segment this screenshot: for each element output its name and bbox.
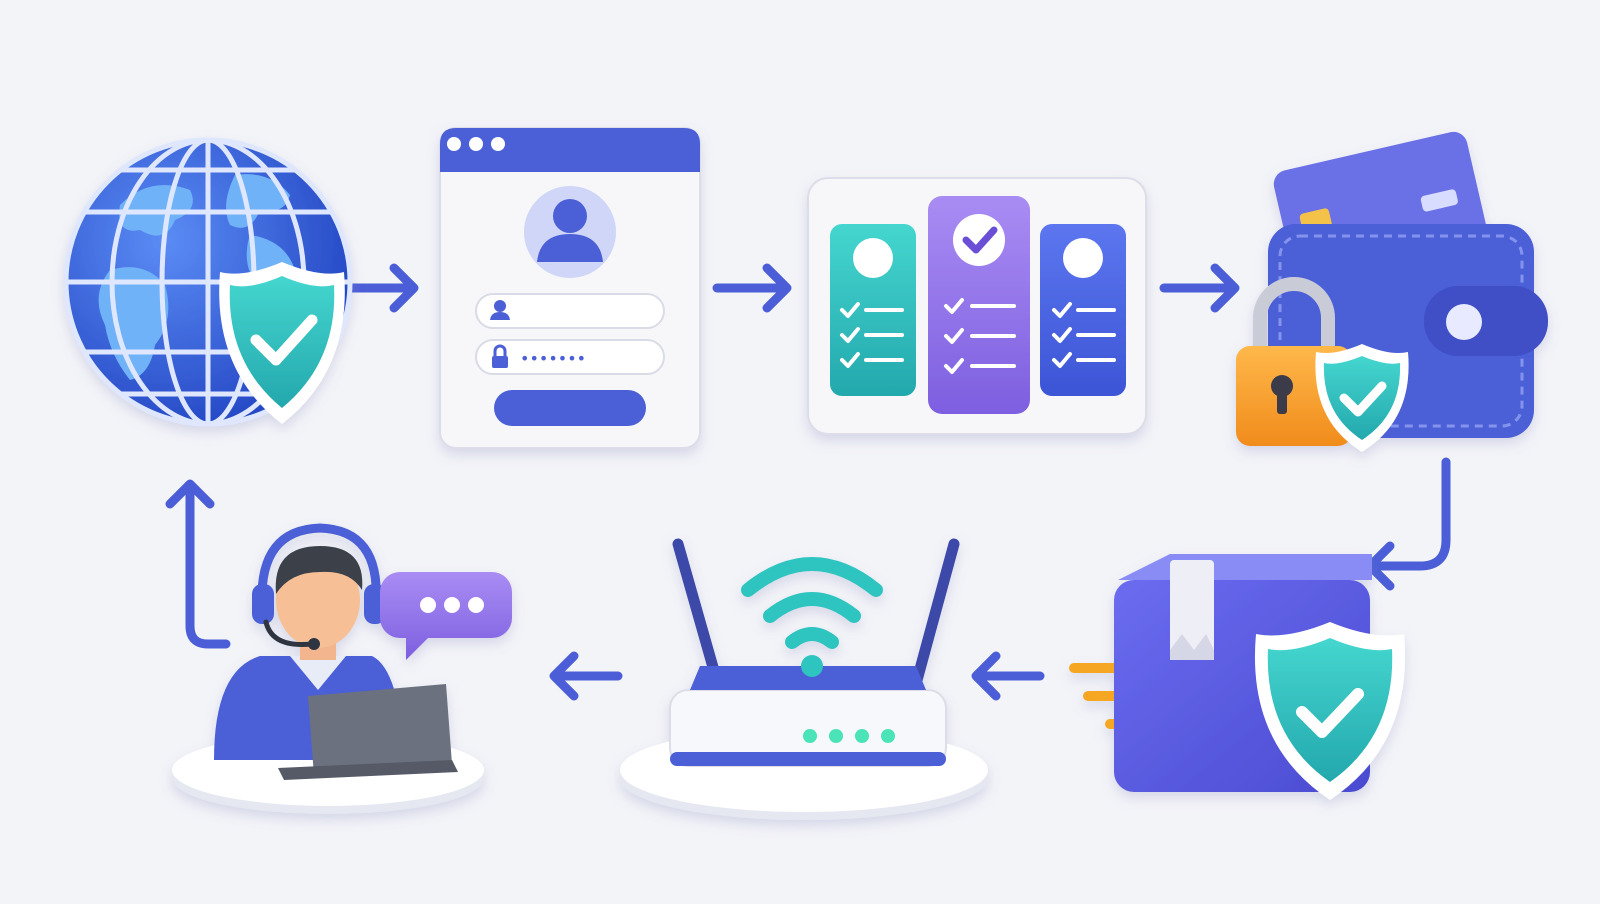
chat-bubble-icon — [380, 572, 512, 660]
secure-delivery-node — [1069, 554, 1406, 800]
wifi-dot — [801, 655, 823, 677]
window-dot-2 — [469, 137, 483, 151]
shield-check-icon — [1315, 344, 1409, 452]
shield-check-icon — [1254, 622, 1406, 800]
username-field[interactable] — [475, 293, 665, 329]
password-mask: ••••••• — [520, 349, 586, 368]
check-icon — [962, 226, 998, 254]
arrow-payment-to-delivery — [1365, 457, 1451, 591]
shield-check-icon — [219, 262, 345, 424]
plan-checklists — [840, 298, 1116, 374]
wifi-icon — [741, 557, 883, 649]
window-dot-3 — [491, 137, 505, 151]
laptop-icon — [278, 684, 458, 780]
arrow-plans-to-payment — [1159, 263, 1240, 313]
router-leds — [803, 729, 895, 743]
avatar — [524, 186, 616, 278]
login-button[interactable] — [494, 390, 646, 426]
arrow-router-to-support — [549, 651, 623, 701]
lock-icon — [492, 344, 508, 368]
router-node — [620, 538, 988, 820]
arrow-support-to-globe — [165, 479, 231, 649]
window-controls — [447, 137, 505, 151]
globe-security-node — [63, 137, 353, 427]
window-dot-1 — [447, 137, 461, 151]
customer-support-node — [172, 523, 512, 814]
plan-selection-panel — [807, 177, 1147, 435]
secure-payment-node — [1236, 131, 1548, 452]
login-window: ••••••• — [439, 127, 701, 449]
arrow-login-to-plans — [712, 263, 792, 313]
password-field[interactable]: ••••••• — [475, 339, 665, 375]
user-icon — [490, 300, 510, 320]
arrow-delivery-to-router — [971, 651, 1045, 701]
flow-arrows — [165, 263, 1451, 701]
arrow-globe-to-login — [347, 263, 419, 313]
router-icon — [669, 538, 960, 767]
